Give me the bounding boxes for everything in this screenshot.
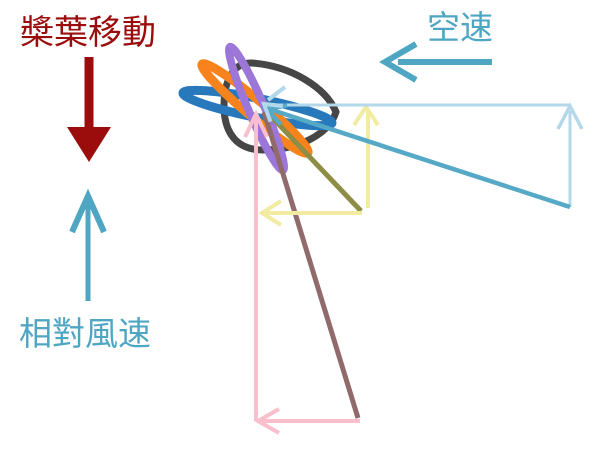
lightblue-component-vectors (268, 102, 584, 207)
yellow-component-vectors (258, 103, 380, 227)
rosybrown-vector-line (261, 111, 361, 419)
blade-movement-label: 槳葉移動 (20, 13, 156, 53)
relative-wind-label: 相對風速 (19, 314, 151, 353)
lightblue-diagonal-arrowhead-icon (261, 101, 283, 123)
airspeed-arrow (379, 41, 492, 83)
pink-left-arrowhead-icon (253, 407, 280, 435)
relative-wind-up-arrowhead-icon (69, 188, 107, 234)
lightblue-diagonal-line (266, 85, 287, 102)
pink-up-arrowhead-icon (243, 109, 269, 138)
relative-wind-arrow (69, 188, 107, 301)
airspeed-label: 空速 (427, 8, 493, 47)
blade-movement-down-arrowhead-icon (67, 127, 111, 162)
olive-vector-line (264, 109, 363, 213)
pink-component-vectors (243, 109, 360, 435)
lightblue-up-arrowhead-icon (556, 102, 584, 130)
blade-movement-arrow (67, 57, 111, 162)
lightblue-diagonal-arrow (261, 85, 287, 123)
airspeed-left-arrowhead-icon (379, 41, 418, 83)
yellow-left-arrowhead-icon (258, 199, 283, 227)
teal-resultant-line (268, 106, 571, 210)
yellow-up-arrowhead-icon (352, 103, 380, 127)
